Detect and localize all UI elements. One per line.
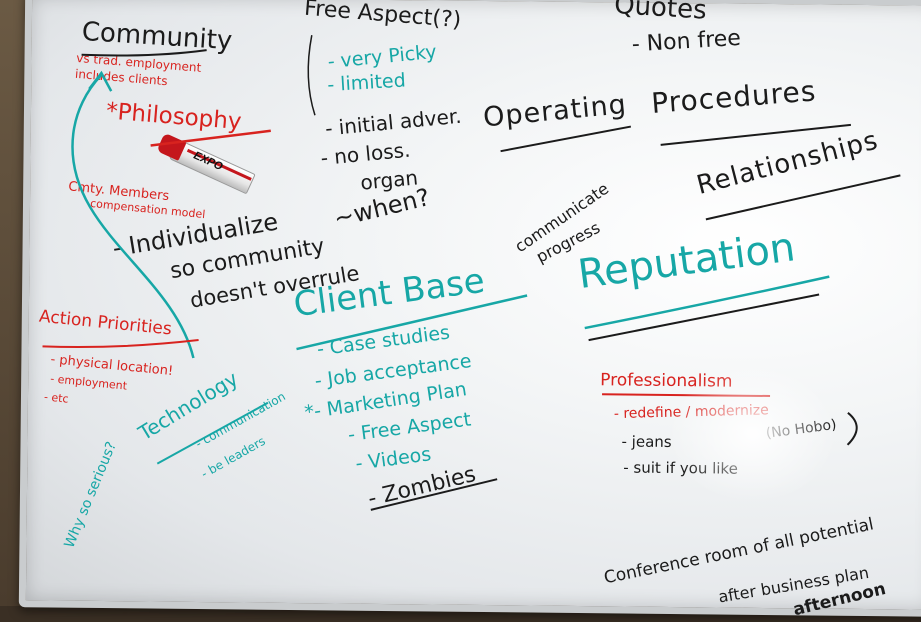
relationships-underline <box>705 174 901 221</box>
ink-strokes <box>42 35 901 511</box>
teal-arrow-head <box>88 70 113 92</box>
procedures-underline <box>660 123 851 146</box>
action-underline <box>42 339 199 349</box>
reputation-underline-black <box>588 293 820 342</box>
free-aspect-bracket <box>307 35 316 116</box>
technology-underline <box>156 401 269 465</box>
community-underline <box>81 49 207 57</box>
professionalism-underline <box>602 393 771 398</box>
reputation-underline-teal <box>584 275 830 330</box>
operating-underline <box>500 125 632 153</box>
philosophy-underline <box>150 129 271 147</box>
teal-arrow-curve <box>71 74 195 359</box>
no-hobo-bracket <box>846 412 858 446</box>
client-base-underline <box>296 294 528 351</box>
zombies-underline <box>370 478 498 511</box>
whiteboard: Community vs trad. employment includes c… <box>18 0 921 620</box>
